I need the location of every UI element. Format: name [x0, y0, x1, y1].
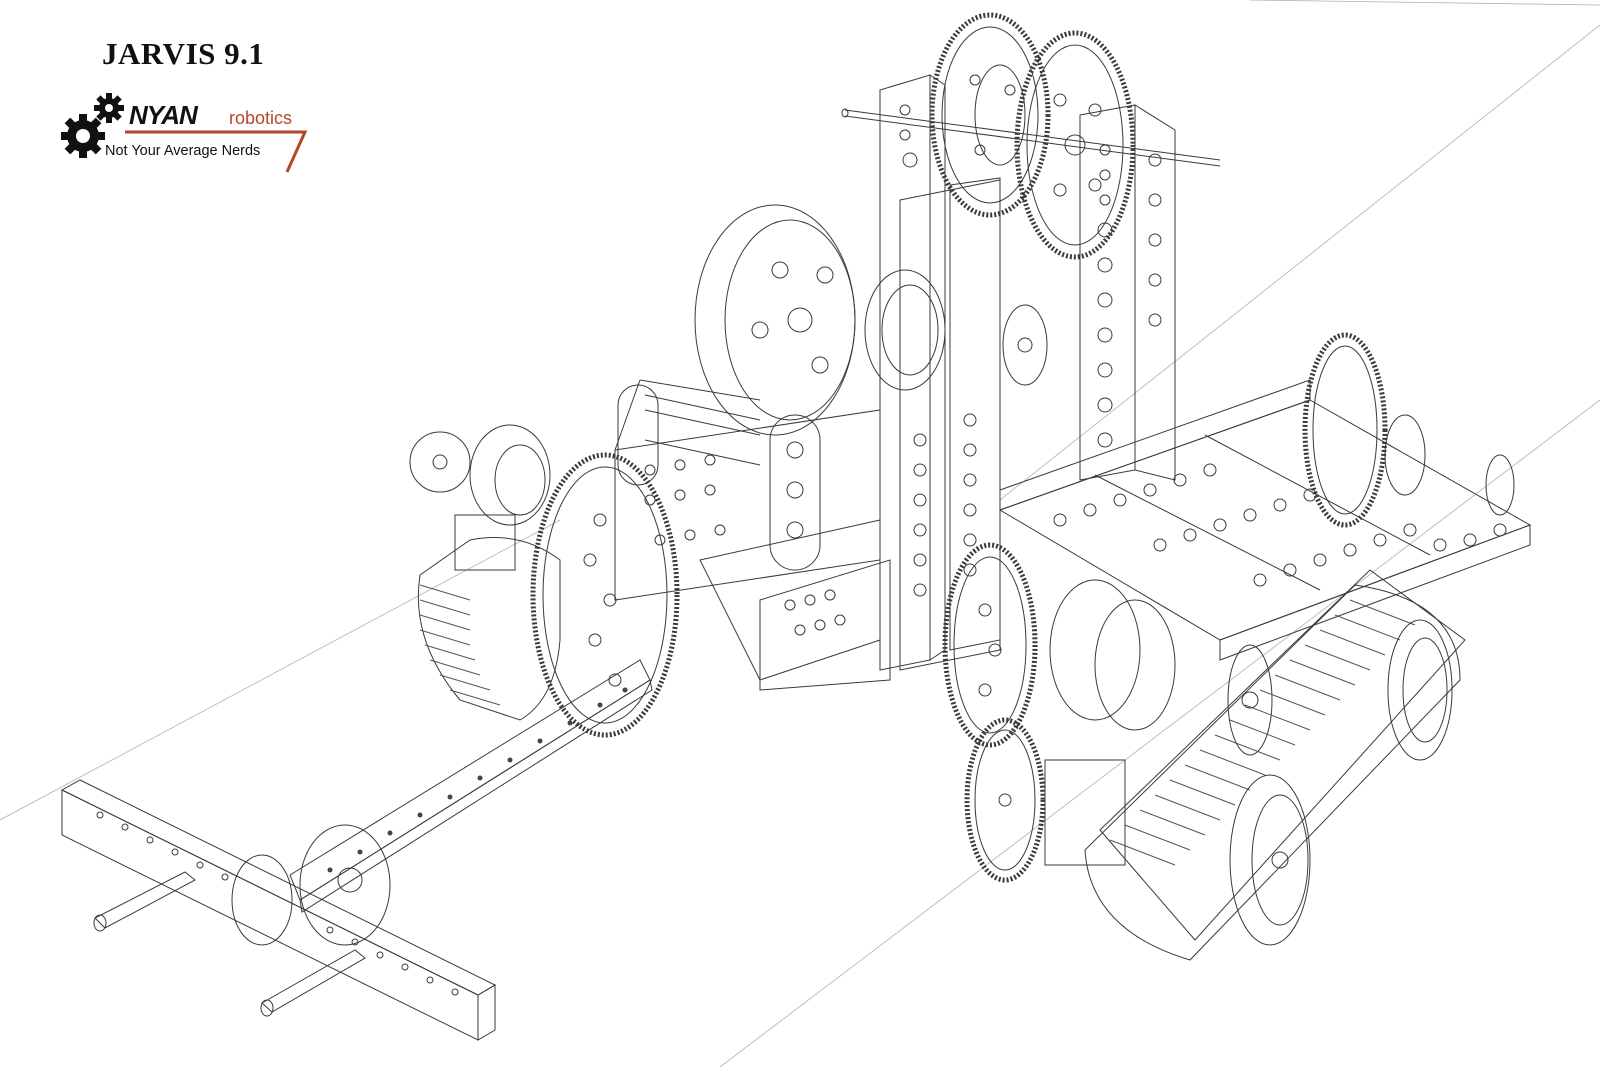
cross-bar-pins: [93, 871, 366, 1017]
cross-bar-holes: [96, 811, 459, 996]
boom-arm-holes: [327, 687, 628, 873]
top-gear-left: [929, 12, 1051, 218]
right-rear-gear: [1302, 332, 1515, 528]
front-cross-bar: [60, 779, 497, 1041]
right-deck: [998, 379, 1532, 661]
boom-arm: [289, 659, 653, 913]
tower-axle: [841, 108, 1221, 167]
right-pulleys: [1049, 579, 1273, 756]
team-logo: NYAN robotics Not Your Average Nerds: [55, 88, 325, 183]
side-plates: [617, 384, 821, 571]
central-frame-holes: [644, 454, 846, 636]
logo-tagline: Not Your Average Nerds: [105, 143, 261, 159]
tower-left-column: [879, 74, 1001, 671]
right-front-gear-lower: [964, 717, 1046, 883]
boom-hub-plate: [231, 824, 391, 946]
right-front-gear-upper: [942, 542, 1038, 748]
gears-icon: [61, 93, 308, 173]
mid-hub: [1002, 304, 1048, 386]
tower-right-holes: [1097, 144, 1162, 448]
large-pulley: [694, 204, 946, 436]
right-tread: [1044, 569, 1466, 961]
tower-left-holes: [899, 104, 977, 597]
logo-brand-text: NYAN: [129, 100, 198, 130]
right-deck-holes: [1053, 463, 1507, 587]
left-large-gear: [530, 452, 680, 738]
drawing-title: JARVIS 9.1: [102, 36, 265, 71]
left-track-module: [409, 424, 561, 721]
top-gear-right: [1014, 30, 1136, 260]
logo-suffix-text: robotics: [229, 108, 293, 128]
tower-right-column: [1079, 104, 1176, 481]
central-box-frame: [614, 379, 891, 691]
